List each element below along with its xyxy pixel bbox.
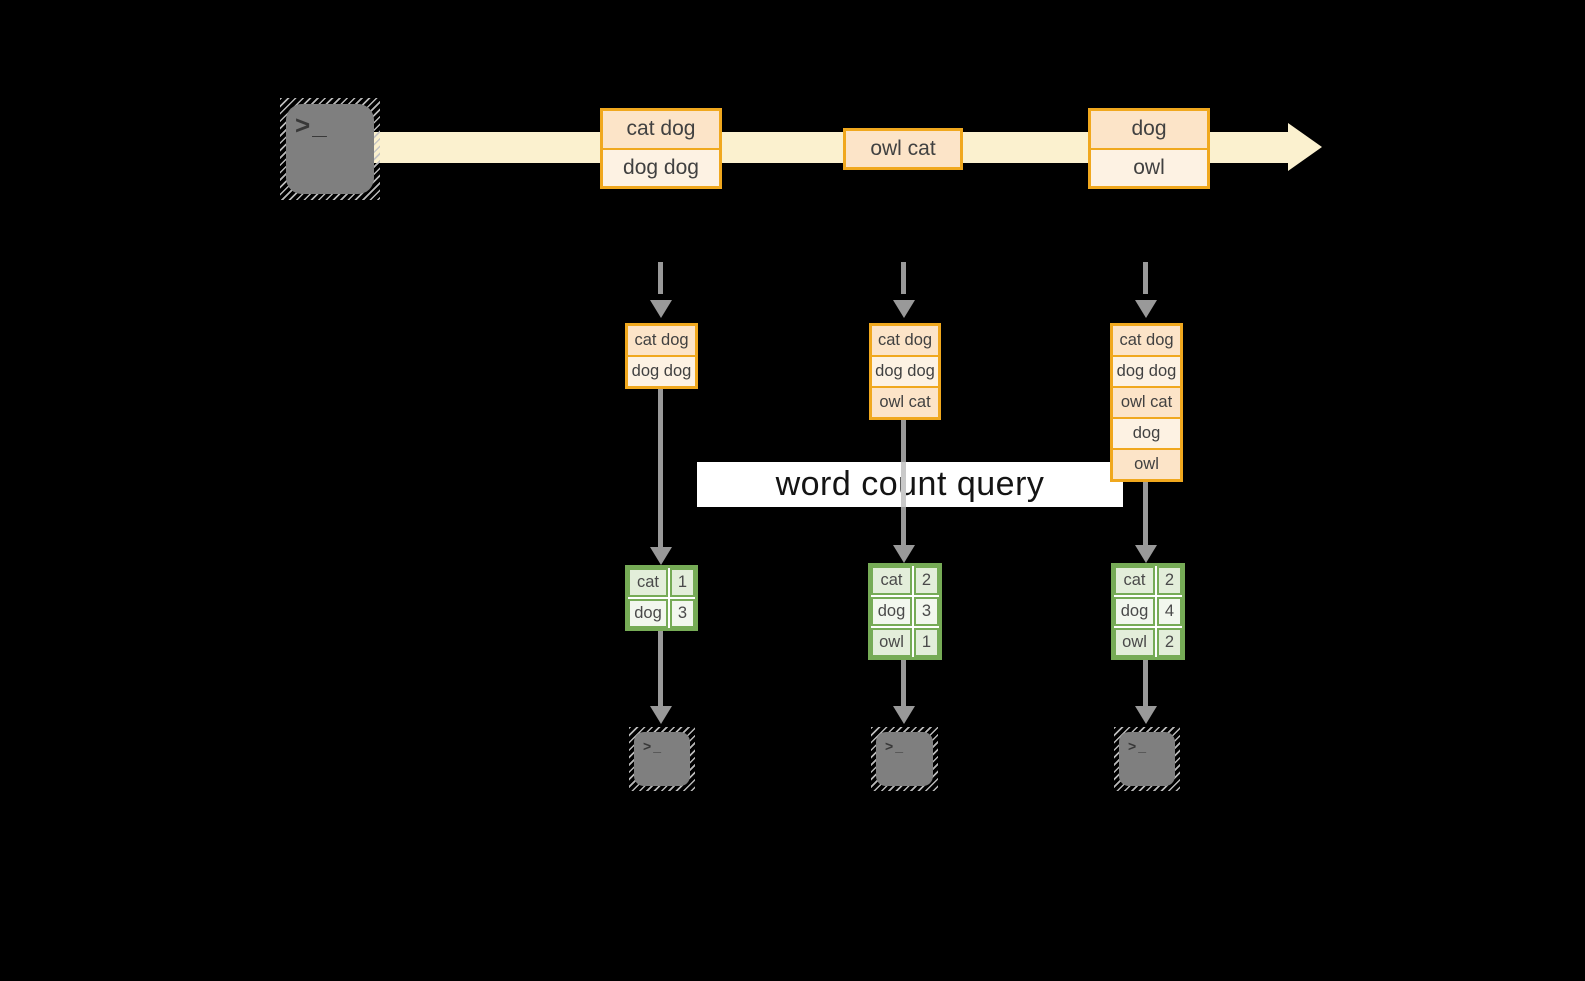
source-terminal-icon: >_ xyxy=(280,98,380,200)
prompt-chevron: > xyxy=(885,738,896,754)
prompt-cursor: _ xyxy=(1138,738,1148,754)
sink-terminal-icon-2: >_ xyxy=(871,727,938,791)
stream-event-box-2: owl cat xyxy=(843,128,963,170)
buffer-item: dog xyxy=(1113,419,1180,450)
sink-terminal-icon-1: >_ xyxy=(629,727,695,791)
table-cell-count: 2 xyxy=(914,566,939,595)
table-cell-word: dog xyxy=(871,597,912,626)
terminal-prompt-icon: >_ xyxy=(295,110,329,141)
stream-event-item: owl xyxy=(1091,149,1207,186)
terminal-body: >_ xyxy=(286,104,374,194)
table-cell-count: 2 xyxy=(1157,566,1182,595)
sink-arrow-icon xyxy=(901,657,906,706)
stream-event-item: dog dog xyxy=(603,149,719,186)
sink-arrow-head-icon xyxy=(893,706,915,724)
buffer-item: cat dog xyxy=(628,326,695,357)
table-cell-word: dog xyxy=(628,599,668,628)
table-cell-word: owl xyxy=(1114,628,1155,657)
table-cell-word: owl xyxy=(871,628,912,657)
stream-event-item: dog xyxy=(1091,111,1207,150)
prompt-chevron: > xyxy=(643,738,654,754)
terminal-prompt-icon: >_ xyxy=(1128,738,1148,754)
buffer-item: dog dog xyxy=(628,357,695,386)
terminal-prompt-icon: >_ xyxy=(643,738,663,754)
dashed-arrow-icon xyxy=(901,262,906,294)
table-cell-word: cat xyxy=(871,566,912,595)
flow-arrow-head-icon xyxy=(1135,545,1157,563)
table-cell-count: 4 xyxy=(1157,597,1182,626)
buffer-item: owl xyxy=(1113,450,1180,479)
terminal-body: >_ xyxy=(634,732,690,786)
buffer-stack-3: cat dog dog dog owl cat dog owl xyxy=(1110,323,1183,482)
stream-event-item: owl cat xyxy=(846,131,960,167)
stream-event-box-1: cat dog dog dog xyxy=(600,108,722,189)
buffer-stack-2: cat dog dog dog owl cat xyxy=(869,323,941,420)
flow-arrow-icon xyxy=(1143,482,1148,545)
dashed-arrow-icon xyxy=(1143,262,1148,294)
flow-arrow-head-icon xyxy=(893,545,915,563)
prompt-cursor: _ xyxy=(895,738,905,754)
table-cell-word: dog xyxy=(1114,597,1155,626)
terminal-prompt-icon: >_ xyxy=(885,738,905,754)
sink-arrow-head-icon xyxy=(650,706,672,724)
table-cell-word: cat xyxy=(1114,566,1155,595)
stream-event-box-3: dog owl xyxy=(1088,108,1210,189)
dashed-arrow-head-icon xyxy=(650,300,672,318)
buffer-item: cat dog xyxy=(872,326,938,357)
buffer-item: owl cat xyxy=(872,388,938,417)
table-cell-count: 2 xyxy=(1157,628,1182,657)
table-cell-count: 1 xyxy=(670,568,695,597)
flow-arrow-icon xyxy=(658,387,663,547)
prompt-cursor: _ xyxy=(312,110,329,140)
table-cell-count: 1 xyxy=(914,628,939,657)
stream-arrowhead-icon xyxy=(1288,123,1322,171)
terminal-body: >_ xyxy=(876,732,933,786)
prompt-chevron: > xyxy=(295,110,313,140)
terminal-body: >_ xyxy=(1119,732,1175,786)
flow-arrow-head-icon xyxy=(650,547,672,565)
sink-terminal-icon-3: >_ xyxy=(1114,727,1180,791)
prompt-chevron: > xyxy=(1128,738,1139,754)
stream-event-item: cat dog xyxy=(603,111,719,150)
buffer-item: owl cat xyxy=(1113,388,1180,419)
word-count-table-2: cat 2 dog 3 owl 1 xyxy=(868,563,942,660)
buffer-item: dog dog xyxy=(1113,357,1180,388)
table-cell-count: 3 xyxy=(670,599,695,628)
buffer-stack-1: cat dog dog dog xyxy=(625,323,698,389)
sink-arrow-icon xyxy=(658,630,663,706)
dashed-arrow-head-icon xyxy=(1135,300,1157,318)
arrow-through-banner xyxy=(901,462,906,507)
prompt-cursor: _ xyxy=(653,738,663,754)
word-count-table-1: cat 1 dog 3 xyxy=(625,565,698,631)
buffer-item: cat dog xyxy=(1113,326,1180,357)
table-cell-word: cat xyxy=(628,568,668,597)
dashed-arrow-icon xyxy=(658,262,663,294)
query-banner: word count query xyxy=(697,462,1123,507)
sink-arrow-head-icon xyxy=(1135,706,1157,724)
query-banner-label: word count query xyxy=(775,465,1045,503)
dashed-arrow-head-icon xyxy=(893,300,915,318)
sink-arrow-icon xyxy=(1143,657,1148,706)
buffer-item: dog dog xyxy=(872,357,938,388)
table-cell-count: 3 xyxy=(914,597,939,626)
word-count-table-3: cat 2 dog 4 owl 2 xyxy=(1111,563,1185,660)
